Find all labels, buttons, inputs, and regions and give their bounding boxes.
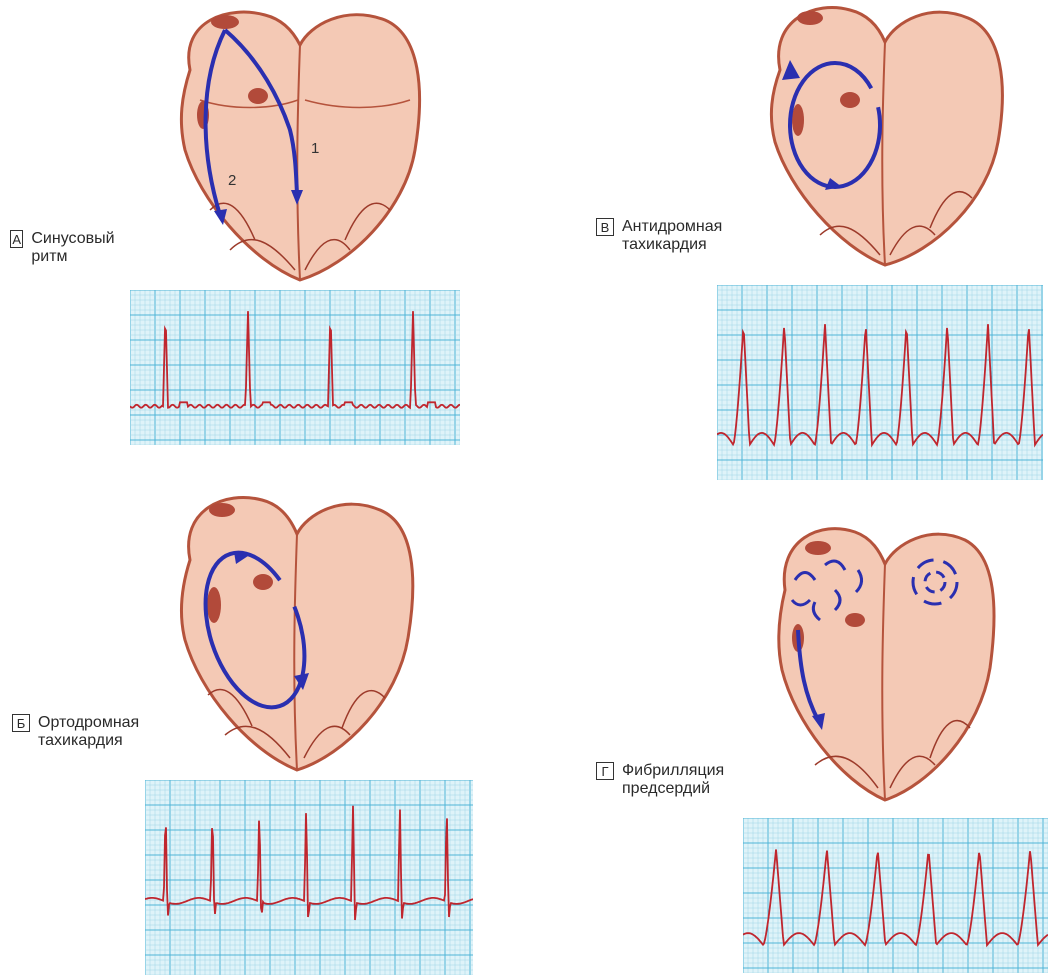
heart-diagram-antidromic: [760, 0, 1010, 270]
caption-line: Синусовый ритм: [31, 230, 119, 266]
caption-line: Ортодромная: [38, 714, 139, 732]
heart-diagram-sinus: [170, 0, 430, 285]
ecg-grid: [145, 780, 473, 975]
caption-letter: Г: [596, 762, 614, 780]
caption-antidromic: В Антидромная тахикардия: [596, 218, 722, 254]
caption-line: тахикардия: [622, 236, 722, 254]
ecg-strip-fibrillation: [743, 818, 1048, 973]
ecg-grid: [743, 818, 1048, 973]
caption-line: Антидромная: [622, 218, 722, 236]
caption-letter: А: [10, 230, 23, 248]
heart-diagram-fibrillation: [770, 520, 1000, 805]
caption-letter: В: [596, 218, 614, 236]
ecg-trace: [743, 849, 1048, 945]
av-node: [845, 613, 865, 627]
ecg-strip-antidromic: [717, 285, 1043, 480]
caption-line: предсердий: [622, 780, 724, 798]
marker-1: 1: [311, 140, 319, 157]
sinus-node: [209, 503, 235, 517]
av-node: [253, 574, 273, 590]
sinus-node: [805, 541, 831, 555]
ecg-trace: [145, 806, 473, 920]
sinus-node: [211, 15, 239, 29]
av-node: [840, 92, 860, 108]
caption-fibrillation: Г Фибрилляция предсердий: [596, 762, 724, 798]
ecg-strip-orthodromic: [145, 780, 473, 975]
caption-line: Фибрилляция: [622, 762, 724, 780]
accessory-pathway: [792, 104, 804, 136]
ecg-grid: [130, 290, 460, 445]
marker-2: 2: [228, 172, 236, 189]
caption-letter: Б: [12, 714, 30, 732]
heart-diagram-orthodromic: [170, 490, 420, 775]
caption-line: тахикардия: [38, 732, 139, 750]
ecg-strip-sinus: [130, 290, 460, 445]
sinus-node: [797, 11, 823, 25]
av-node: [248, 88, 268, 104]
caption-orthodromic: Б Ортодромная тахикардия: [12, 714, 139, 750]
ecg-grid: [717, 285, 1043, 480]
caption-sinus: А Синусовый ритм: [10, 230, 119, 266]
accessory-pathway: [207, 587, 221, 623]
